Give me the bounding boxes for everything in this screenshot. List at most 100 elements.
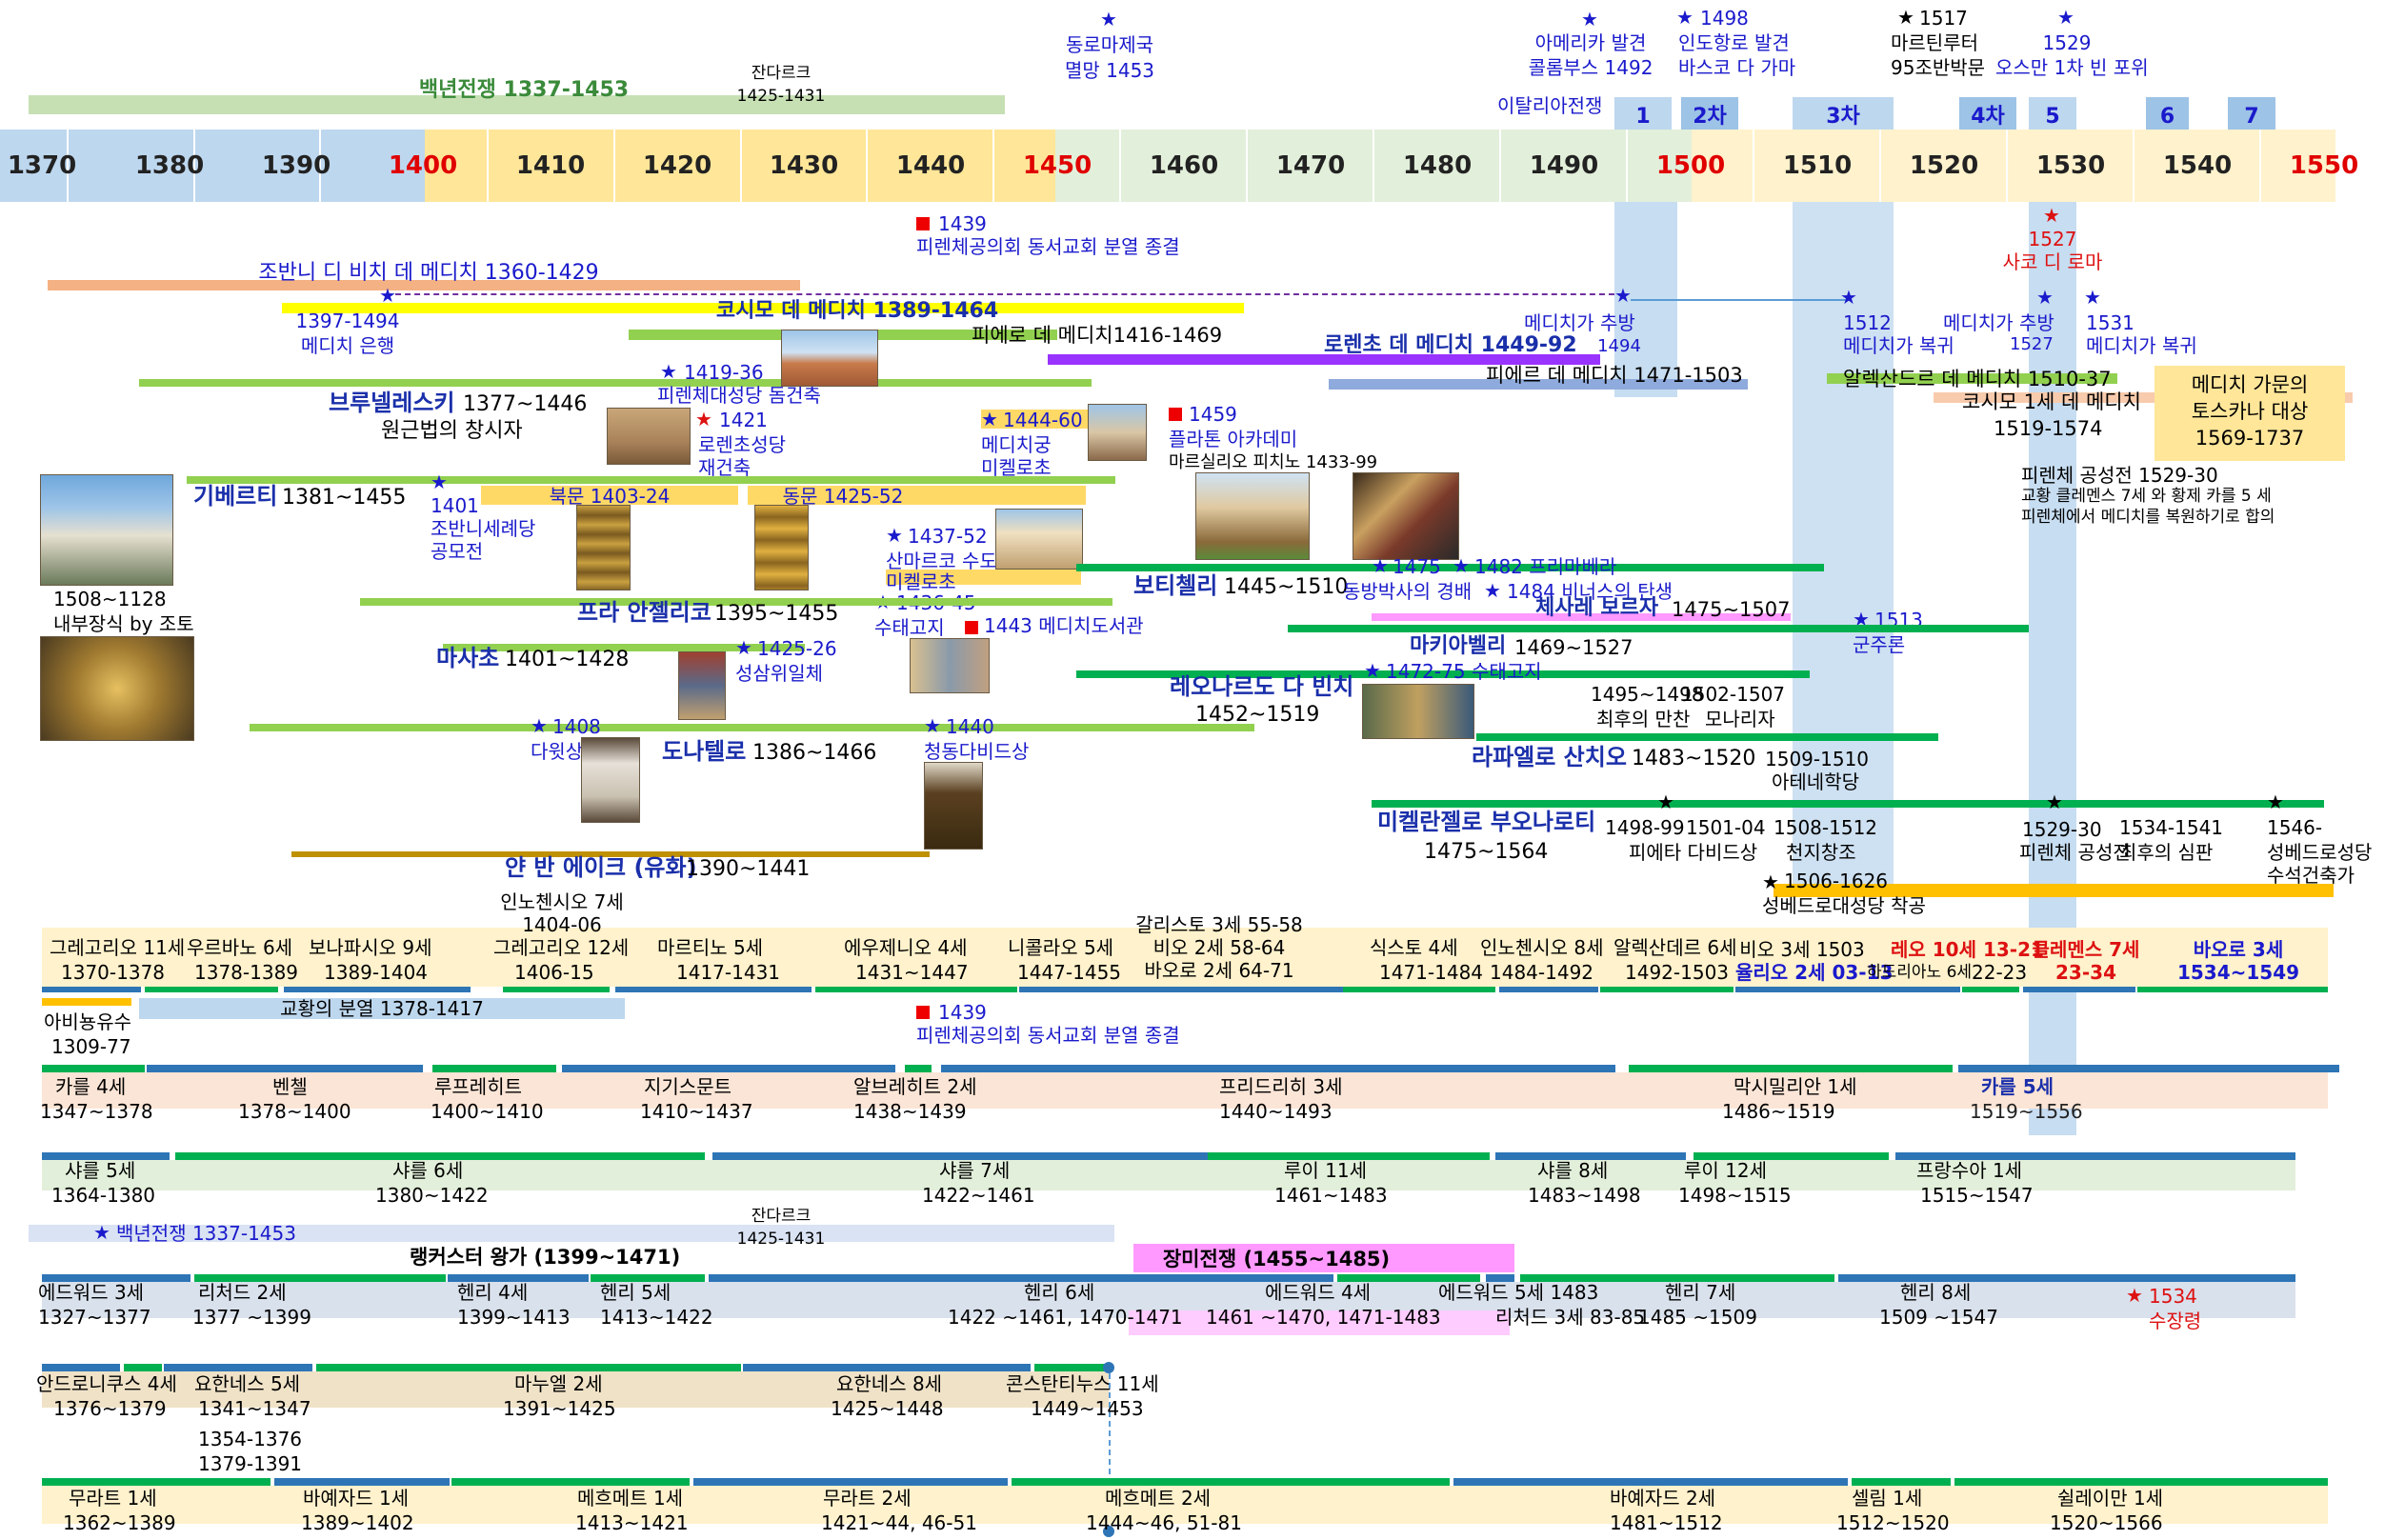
england-king-name: 에드워드 5세 1483 <box>1438 1281 1599 1304</box>
france-king-name: 샤를 8세 <box>1537 1159 1609 1182</box>
axis-year-label: 1550 <box>2289 151 2359 180</box>
popes-line-13 <box>2023 987 2135 992</box>
hre-king-years: 1440~1493 <box>1219 1100 1333 1123</box>
annunciation-image <box>910 638 990 693</box>
bank-years: 1397-1494 <box>295 310 400 332</box>
england-king-name: 헨리 5세 <box>600 1281 671 1304</box>
exile1-year: 1494 <box>1597 336 1641 356</box>
hre-king-years: 1486~1519 <box>1722 1100 1835 1123</box>
paul2-label: 바오로 2세 64-71 <box>1144 959 1294 982</box>
lorenzo-bar <box>1048 354 1600 365</box>
france-king-name: 루이 11세 <box>1284 1159 1368 1182</box>
medici-palace-2: 미켈로초 <box>981 456 1052 479</box>
venus-star-icon: ★ <box>1484 579 1501 602</box>
italian-war-box-3 <box>1793 97 1894 130</box>
stpeter-start-years: 1506-1626 <box>1784 870 1889 892</box>
council-year-2: 1439 <box>938 1001 987 1024</box>
baptistery-1: 조반니세례당 <box>431 517 536 540</box>
axis-year-label: 1470 <box>1275 151 1346 180</box>
pieta-label: 피에타 다비드상 <box>1629 841 1758 864</box>
hre-king-name: 카를 4세 <box>55 1075 127 1098</box>
axis-year-label: 1400 <box>388 151 458 180</box>
callixtus-label: 갈리스토 3세 55-58 <box>1135 913 1303 936</box>
france-king-years: 1483~1498 <box>1528 1184 1641 1207</box>
eyck-name: 얀 반 에이크 (유화) <box>505 854 697 881</box>
hre-king-name: 알브레히트 2세 <box>853 1075 977 1098</box>
pope-years: 1492-1503 <box>1625 961 1730 984</box>
mona-label: 모나리자 <box>1705 708 1775 730</box>
stpeter-years: 1546- <box>2267 816 2323 839</box>
america-star-icon: ★ <box>1581 8 1598 30</box>
france-line-6 <box>1694 1152 1889 1160</box>
hre-line-2 <box>147 1065 423 1072</box>
tuscany-3: 1569-1737 <box>2195 427 2305 450</box>
david-bronze-star-icon: ★ <box>924 714 941 737</box>
pope-name: 알렉산데르 6세 <box>1613 936 1737 959</box>
france-band <box>42 1160 2295 1190</box>
pope-name: 인노첸시오 8세 <box>1480 936 1604 959</box>
america-discovery-1: 아메리카 발견 <box>1534 31 1647 54</box>
pope-name: 니콜라오 5세 <box>1008 936 1114 959</box>
india-star-icon: ★ <box>1676 6 1694 29</box>
axis-year-label: 1530 <box>2035 151 2106 180</box>
lorenzo-church-2: 재건축 <box>698 456 752 479</box>
ott-line-2 <box>274 1478 450 1486</box>
clement7-years: 23-34 <box>2055 961 2116 984</box>
donatello-bar <box>250 724 1254 731</box>
ottoman-sultan-name: 바예자드 2세 <box>1610 1487 1716 1510</box>
hre-line-1 <box>42 1065 145 1072</box>
byz-line-6 <box>1034 1364 1109 1371</box>
ottoman-sultan-years: 1444~46, 51-81 <box>1086 1511 1242 1534</box>
hre-king-years: 1438~1439 <box>853 1100 967 1123</box>
england-king-years: 리처드 3세 83-85 <box>1495 1306 1646 1329</box>
byzantine-king-name: 마누엘 2세 <box>514 1372 603 1395</box>
john5-years-3: 1379-1391 <box>198 1452 303 1475</box>
italian-war-label-6: 6 <box>2159 105 2175 129</box>
mona-years: 1502-1507 <box>1681 683 1786 706</box>
ottoman-sultan-years: 1389~1402 <box>301 1511 414 1534</box>
ott-line-4 <box>693 1478 1008 1486</box>
hre-king-name: 루프레히트 <box>434 1075 522 1098</box>
axis-year-label: 1460 <box>1149 151 1219 180</box>
byzantine-star-icon: ★ <box>1100 8 1117 30</box>
byz-1453-dash <box>1109 1373 1112 1531</box>
axis-year-label: 1420 <box>642 151 712 180</box>
hre-king-name: 카를 5세 <box>1981 1075 2054 1098</box>
ott-line-1 <box>42 1478 271 1486</box>
leonardo-bar <box>1076 670 1810 678</box>
tuscany-box <box>2155 366 2345 461</box>
pope-years: 1471-1484 <box>1379 961 1484 984</box>
raphael-bar <box>1476 733 1938 741</box>
england-line-2 <box>194 1274 446 1282</box>
hre-line-6 <box>941 1065 1615 1072</box>
hre-band <box>42 1072 2328 1109</box>
popes-row-band <box>42 928 2328 987</box>
italian-war-box-2 <box>1681 97 1738 130</box>
exile1-label: 메디치가 추방 <box>1524 311 1635 334</box>
axis-year-label: 1450 <box>1022 151 1092 180</box>
magi-year: 1475 <box>1393 555 1441 578</box>
schism-bar <box>139 998 625 1019</box>
supremacy-year: 1534 <box>2149 1285 2197 1308</box>
ottoman-sultan-years: 1421~44, 46-51 <box>821 1511 977 1534</box>
donatello-name: 도나텔로 <box>662 738 747 765</box>
england-king-years: 1422 ~1461, 1470-1471 <box>948 1306 1183 1329</box>
hre-king-years: 1347~1378 <box>40 1100 153 1123</box>
italian-war-label-2: 2차 <box>1693 105 1727 129</box>
popes-line-11 <box>1735 987 1960 992</box>
byzantine-fall-1: 동로마제국 <box>1066 33 1153 56</box>
dome-label: 피렌체대성당 돔건축 <box>657 384 821 407</box>
florence-cathedral-image <box>781 330 878 387</box>
david-bronze-image <box>924 762 983 850</box>
italian-war-label-4: 4차 <box>1971 105 2005 129</box>
ottoman-sultan-years: 1512~1520 <box>1836 1511 1950 1534</box>
magi-star-icon: ★ <box>1372 554 1389 577</box>
popes-line-2 <box>145 987 278 992</box>
pope-years: 1370-1378 <box>61 961 166 984</box>
east-door-image <box>754 505 809 590</box>
platonic-label: 플라톤 아카데미 <box>1169 428 1298 450</box>
restore2-star-icon: ★ <box>2084 286 2101 309</box>
england-line-4 <box>591 1274 705 1282</box>
ottoman-sultan-name: 무라트 1세 <box>69 1487 157 1510</box>
stpeter-2: 수석건축가 <box>2267 864 2355 887</box>
